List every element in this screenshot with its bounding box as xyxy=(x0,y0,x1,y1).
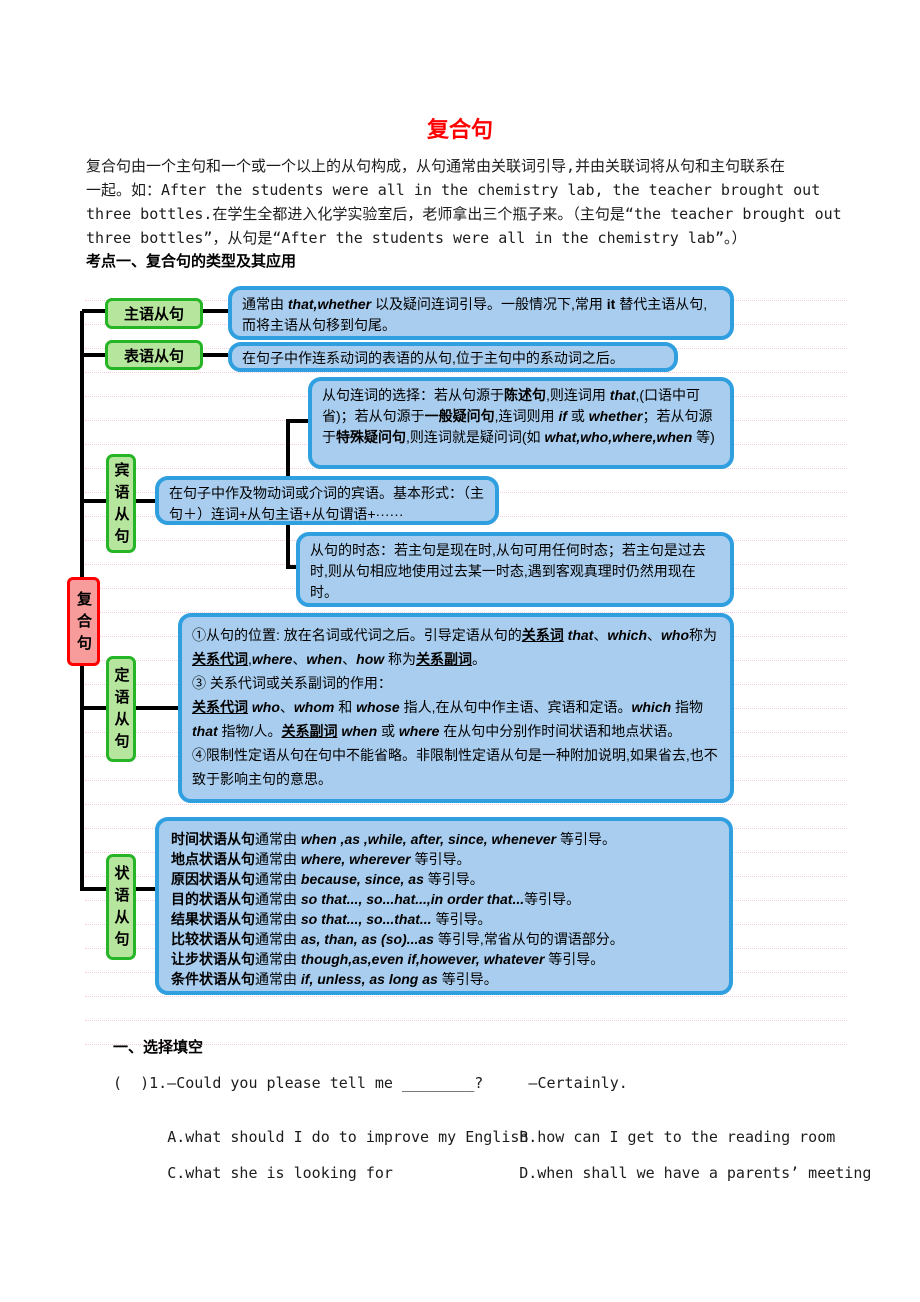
predicative-clause-node: 表语从句 xyxy=(105,340,203,370)
exercise-options-row: A.what should I do to improve my English… xyxy=(113,1110,835,1164)
connector-line xyxy=(136,887,155,891)
intro-line: 复合句由一个主句和一个或一个以上的从句构成，从句通常由关联词引导,并由关联词将从… xyxy=(86,157,786,175)
connector-line xyxy=(82,353,105,357)
root-node-compound-sentence: 复合句 xyxy=(67,577,100,666)
option-a: A.what should I do to improve my English xyxy=(167,1128,529,1146)
connector-line xyxy=(82,887,106,891)
exercise-question-1: ( )1.—Could you please tell me ________?… xyxy=(113,1074,628,1092)
subject-clause-node: 主语从句 xyxy=(105,298,203,329)
connector-line xyxy=(82,706,106,710)
exercise-heading: 一、选择填空 xyxy=(113,1039,204,1056)
connector-line xyxy=(203,353,228,357)
intro-line: three bottles”，从句是“After the students we… xyxy=(86,229,747,247)
predicative-clause-desc-box: 在句子中作连系动词的表语的从句,位于主句中的系动词之后。 xyxy=(228,342,678,372)
exercise-section: 一、选择填空 ( )1.—Could you please tell me __… xyxy=(113,1036,873,1182)
connector-line xyxy=(203,309,228,313)
connector-line xyxy=(82,309,105,313)
option-d: D.when shall we have a parents’ meeting xyxy=(519,1164,872,1182)
page-title: 复合句 xyxy=(426,117,493,142)
intro-line: 一起。如：After the students were all in the … xyxy=(86,181,821,199)
object-clause-tense-box: 从句的时态：若主句是现在时,从句可用任何时态；若主句是过去时,则从句相应地使用过… xyxy=(296,532,734,607)
connector-line xyxy=(288,419,308,423)
connector-line xyxy=(82,499,106,503)
attributive-clause-node: 定语从句 xyxy=(106,656,136,762)
option-c: C.what she is looking for xyxy=(167,1164,393,1182)
intro-line: three bottles.在学生全都进入化学实验室后，老师拿出三个瓶子来。（主… xyxy=(86,205,842,223)
object-clause-connective-box: 从句连词的选择：若从句源于陈述句,则连词用 that,(口语中可省)；若从句源于… xyxy=(308,377,734,469)
connector-line xyxy=(136,706,178,710)
exercise-options-row: C.what she is looking for D.when shall we… xyxy=(113,1146,871,1200)
object-clause-node: 宾语从句 xyxy=(106,454,136,553)
connector-line xyxy=(288,565,298,569)
option-b: B.how can I get to the reading room xyxy=(519,1128,836,1146)
intro-paragraph: 复合句由一个主句和一个或一个以上的从句构成，从句通常由关联词引导,并由关联词将从… xyxy=(86,154,866,250)
attributive-clause-desc-box: ①从句的位置: 放在名词或代词之后。引导定语从句的关系词 that、which、… xyxy=(178,613,734,803)
subject-clause-desc-box: 通常由 that,whether 以及疑问连词引导。一般情况下,常用 it 替代… xyxy=(228,286,734,340)
adverbial-clause-node: 状语从句 xyxy=(106,854,136,960)
adverbial-clause-desc-box: 时间状语从句通常由 when ,as ,while, after, since,… xyxy=(155,817,733,995)
section-heading: 考点一、复合句的类型及其应用 xyxy=(86,253,297,270)
connector-line xyxy=(136,499,155,503)
object-clause-main-box: 在句子中作及物动词或介词的宾语。基本形式：（主句＋）连词+从句主语+从句谓语+·… xyxy=(155,476,499,525)
